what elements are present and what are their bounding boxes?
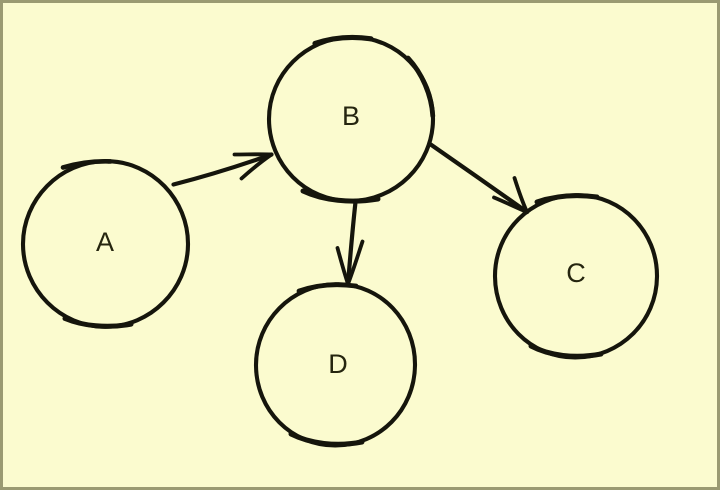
node-b-outline-bottom-weight xyxy=(300,188,381,204)
edge-b-to-d[interactable] xyxy=(335,199,365,287)
edge-a-to-b-arrowhead-lower-barb xyxy=(239,152,274,181)
edge-b-to-c[interactable] xyxy=(427,141,530,215)
edge-b-to-d-arrowhead-left-barb xyxy=(335,246,350,286)
edge-a-to-b[interactable] xyxy=(171,152,274,187)
node-a-outline-overshoot xyxy=(60,159,113,170)
edge-b-to-c-arrowhead-left-barb xyxy=(492,195,529,214)
node-b[interactable]: B xyxy=(266,34,436,204)
node-b-label: B xyxy=(342,101,360,131)
node-a[interactable]: A xyxy=(20,159,191,329)
node-c-outline-bottom-weight xyxy=(528,343,604,359)
node-d[interactable]: D xyxy=(253,282,418,448)
node-a-outline-bottom-weight xyxy=(62,316,134,329)
edge-b-to-c-shaft xyxy=(427,141,530,215)
node-b-outline-overshoot xyxy=(312,34,374,47)
node-c[interactable]: C xyxy=(492,193,660,360)
node-c-label: C xyxy=(566,258,586,288)
node-a-label: A xyxy=(96,227,114,257)
edge-b-to-c-arrowhead-upper-barb xyxy=(512,176,529,214)
edge-b-to-d-arrowhead-right-barb xyxy=(346,239,365,286)
node-d-label: D xyxy=(328,349,348,379)
graph-drawing: A B C D xyxy=(20,34,660,448)
node-d-outline-bottom-weight xyxy=(288,431,365,447)
node-d-outline-overshoot xyxy=(296,282,359,294)
edge-a-to-b-shaft xyxy=(171,152,274,187)
edge-b-to-d-shaft xyxy=(345,199,358,287)
node-b-outline-right-weight xyxy=(405,55,436,119)
node-c-outline-overshoot xyxy=(534,193,600,205)
